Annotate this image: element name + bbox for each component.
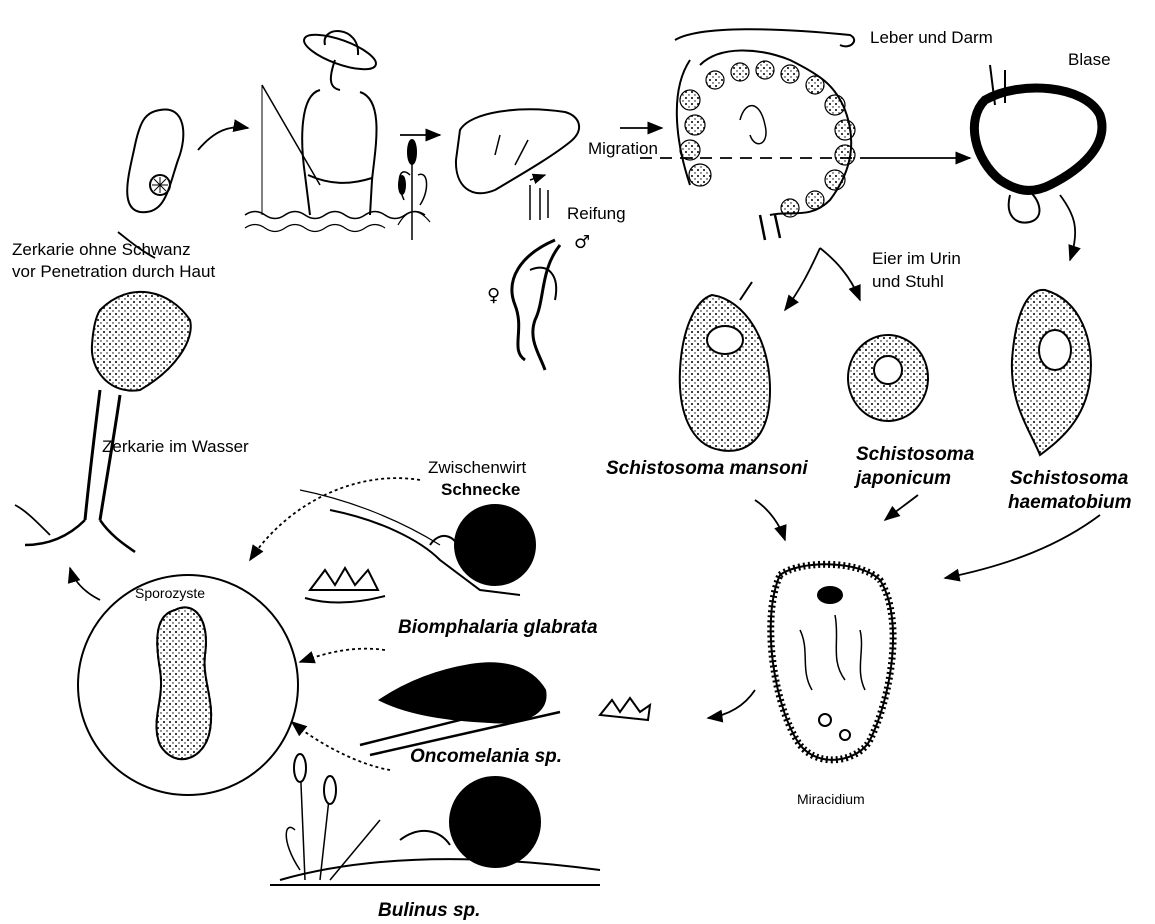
liver-with-worms — [456, 109, 579, 370]
label-cercaria-no-tail-line2: vor Penetration durch Haut — [12, 261, 215, 282]
label-snail: Schnecke — [441, 479, 520, 500]
species-mansoni: Schistosoma mansoni — [606, 458, 808, 479]
label-eggs-line1: Eier im Urin — [872, 248, 961, 269]
bladder — [974, 65, 1102, 223]
fisherman-in-water — [245, 28, 430, 240]
snail-oncomelania — [360, 663, 650, 755]
egg-schistosoma-haematobium — [1012, 290, 1091, 455]
male-symbol: ♂ — [574, 232, 590, 253]
label-cercaria-no-tail-line1: Zerkarie ohne Schwanz — [12, 239, 191, 260]
label-sporocyst: Sporozyste — [135, 583, 205, 604]
species-japonicum-line2: japonicum — [856, 468, 951, 489]
egg-schistosoma-mansoni — [680, 282, 770, 451]
snail-bulinus — [270, 754, 600, 885]
snail-name-bulinus: Bulinus sp. — [378, 900, 480, 921]
label-bladder: Blase — [1068, 49, 1111, 70]
label-eggs-line2: und Stuhl — [872, 271, 944, 292]
label-cercaria-in-water: Zerkarie im Wasser — [102, 436, 249, 457]
cercaria-without-tail — [127, 109, 183, 212]
label-migration: Migration — [588, 138, 658, 159]
species-haematobium-line1: Schistosoma — [1010, 468, 1128, 489]
cercaria-in-water — [25, 292, 191, 552]
snail-name-oncomelania: Oncomelania sp. — [410, 746, 562, 767]
egg-schistosoma-japonicum — [848, 335, 928, 421]
snail-biomphalaria — [300, 490, 535, 603]
snail-name-biomphalaria: Biomphalaria glabrata — [398, 617, 598, 638]
intestine — [675, 29, 855, 240]
label-liver-intestine: Leber und Darm — [870, 27, 993, 48]
species-japonicum-line1: Schistosoma — [856, 444, 974, 465]
label-miracidium: Miracidium — [797, 789, 865, 810]
sporocyst-circle — [78, 575, 298, 795]
species-haematobium-line2: haematobium — [1008, 492, 1132, 513]
label-intermediate-host: Zwischenwirt — [428, 457, 526, 478]
label-maturation: Reifung — [567, 203, 626, 224]
female-symbol: ♀ — [487, 285, 500, 306]
miracidium-organism — [771, 564, 893, 760]
